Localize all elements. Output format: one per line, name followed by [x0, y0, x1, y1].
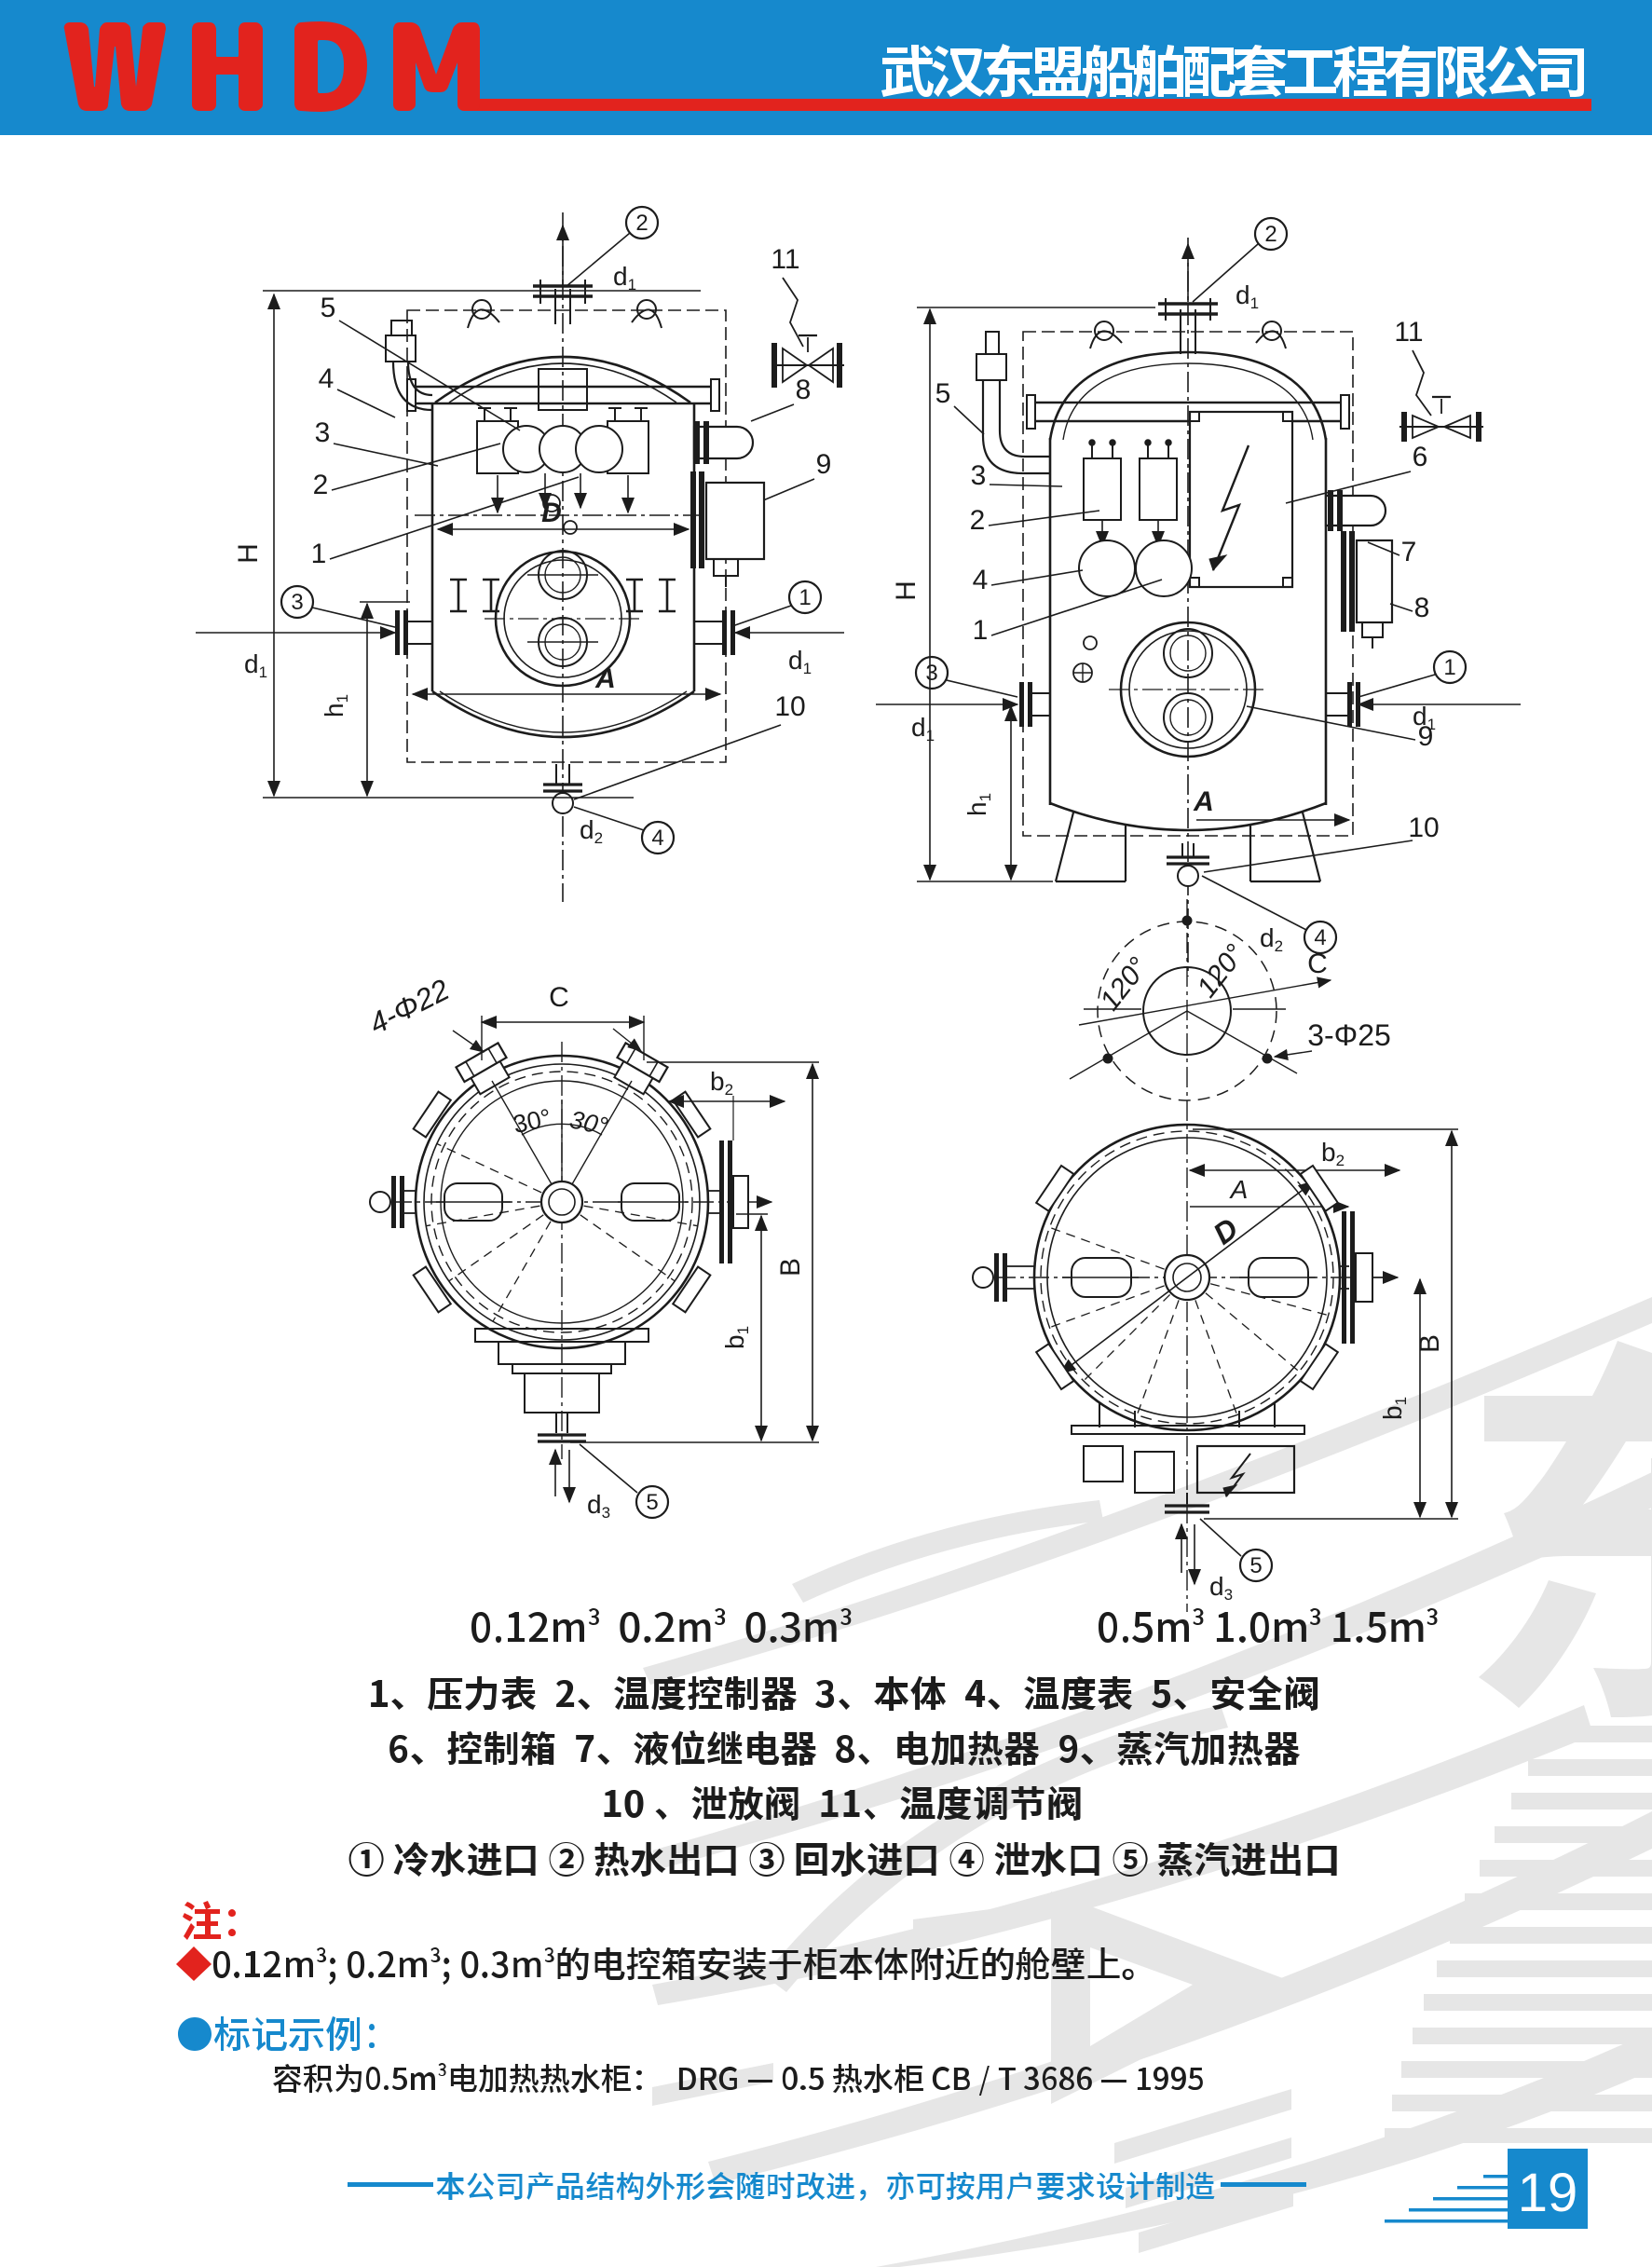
svg-text:11: 11 — [771, 244, 799, 275]
svg-text:2: 2 — [635, 211, 648, 236]
svg-text:2: 2 — [970, 505, 986, 536]
svg-text:4: 4 — [651, 826, 663, 851]
svg-text:6: 6 — [1413, 442, 1428, 472]
svg-text:10: 10 — [774, 691, 805, 722]
svg-text:5: 5 — [1249, 1553, 1262, 1578]
svg-text:3: 3 — [291, 590, 303, 615]
svg-text:19: 19 — [1518, 2163, 1578, 2223]
svg-text:8: 8 — [796, 375, 812, 405]
svg-text:5: 5 — [321, 293, 336, 323]
svg-text:4: 4 — [319, 363, 334, 394]
svg-text:2: 2 — [1264, 222, 1277, 247]
svg-text:C: C — [549, 982, 569, 1013]
svg-text:d1: d1 — [788, 646, 812, 677]
svg-text:3: 3 — [971, 460, 987, 491]
svg-text:10: 10 — [1408, 813, 1439, 843]
svg-text:C: C — [1307, 949, 1328, 979]
svg-text:9: 9 — [816, 449, 832, 480]
svg-text:5: 5 — [646, 1490, 658, 1515]
svg-text:1: 1 — [311, 539, 327, 569]
svg-text:3-Φ25: 3-Φ25 — [1307, 1018, 1391, 1052]
svg-text:4: 4 — [1314, 925, 1326, 950]
svg-text:9: 9 — [1418, 721, 1434, 752]
svg-text:11: 11 — [1394, 317, 1423, 348]
svg-text:1: 1 — [973, 615, 989, 646]
svg-text:3: 3 — [315, 417, 331, 448]
svg-text:H: H — [891, 580, 922, 601]
svg-text:8: 8 — [1414, 593, 1430, 623]
svg-text:d1: d1 — [244, 649, 267, 681]
svg-text:B: B — [775, 1258, 806, 1277]
svg-text:7: 7 — [1401, 537, 1417, 567]
svg-text:D: D — [541, 498, 562, 528]
svg-text:1: 1 — [1443, 655, 1455, 680]
svg-text:A: A — [594, 663, 616, 694]
svg-text:A: A — [1193, 786, 1214, 817]
svg-text:2: 2 — [313, 470, 329, 500]
svg-text:A: A — [1229, 1175, 1249, 1204]
svg-text:H: H — [233, 543, 264, 564]
svg-text:5: 5 — [935, 378, 951, 409]
svg-text:1: 1 — [799, 585, 811, 610]
svg-text:4: 4 — [973, 565, 989, 595]
